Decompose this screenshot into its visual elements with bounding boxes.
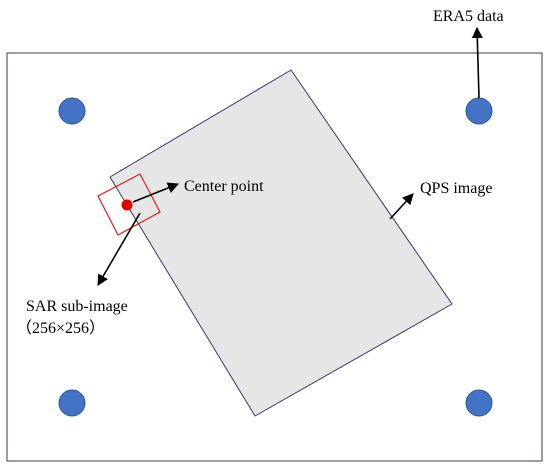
qps-image-label: QPS image	[420, 180, 492, 197]
sar-sub-image-box	[97, 173, 161, 236]
era5-label: ERA5 data	[433, 8, 504, 25]
sar-sub-image-arrow	[97, 212, 141, 286]
qps-image-arrow	[389, 193, 414, 220]
sar-sub-image-label: SAR sub-image	[26, 298, 128, 315]
sar-sub-image-size: （256×256）	[16, 319, 105, 337]
era5-arrow	[471, 26, 483, 99]
era5-point-top-right	[465, 97, 493, 125]
era5-point-bottom-left	[58, 389, 86, 417]
era5-point-bottom-right	[465, 389, 493, 417]
qps-image-footprint	[109, 69, 453, 417]
domain-frame	[6, 52, 543, 462]
center-point-marker	[121, 199, 133, 211]
center-point-arrow	[132, 182, 180, 203]
era5-point-top-left	[58, 97, 86, 125]
center-point-label: Center point	[184, 178, 264, 195]
